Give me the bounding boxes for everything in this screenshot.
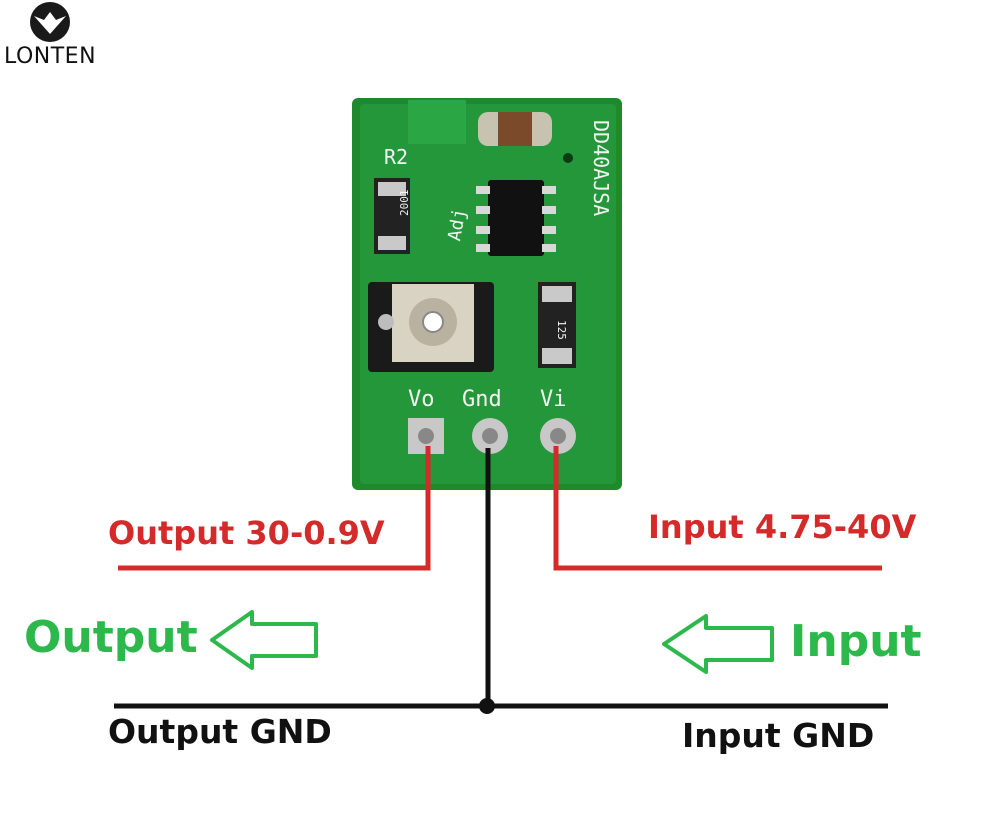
r2-silkscreen: R2 [384, 145, 408, 169]
input-label: Input [790, 616, 922, 667]
pin-label-vo: Vo [408, 387, 435, 412]
output-label: Output [24, 612, 198, 663]
lonten-logo-icon [30, 2, 70, 42]
output-wire [118, 446, 431, 571]
input-arrow-icon [662, 614, 774, 674]
input-wire [553, 446, 882, 571]
pcb-board: 2001 R2 Adj DD40AJSA 125 Vo Gnd Vi [352, 98, 622, 490]
output-arrow-icon [210, 610, 318, 670]
potentiometer [368, 282, 494, 372]
pin-label-vi: Vi [540, 387, 567, 412]
input-gnd-label: Input GND [682, 716, 875, 755]
brand-name: LONTEN [4, 44, 97, 69]
output-gnd-label: Output GND [108, 712, 332, 751]
model-silkscreen: DD40AJSA [589, 120, 613, 216]
pin-label-gnd: Gnd [462, 387, 502, 412]
gnd-junction [479, 698, 495, 714]
r2-code: 2001 [398, 190, 411, 217]
output-range-label: Output 30-0.9V [108, 514, 385, 552]
input-range-label: Input 4.75-40V [648, 508, 917, 546]
r-code: 125 [555, 320, 568, 340]
